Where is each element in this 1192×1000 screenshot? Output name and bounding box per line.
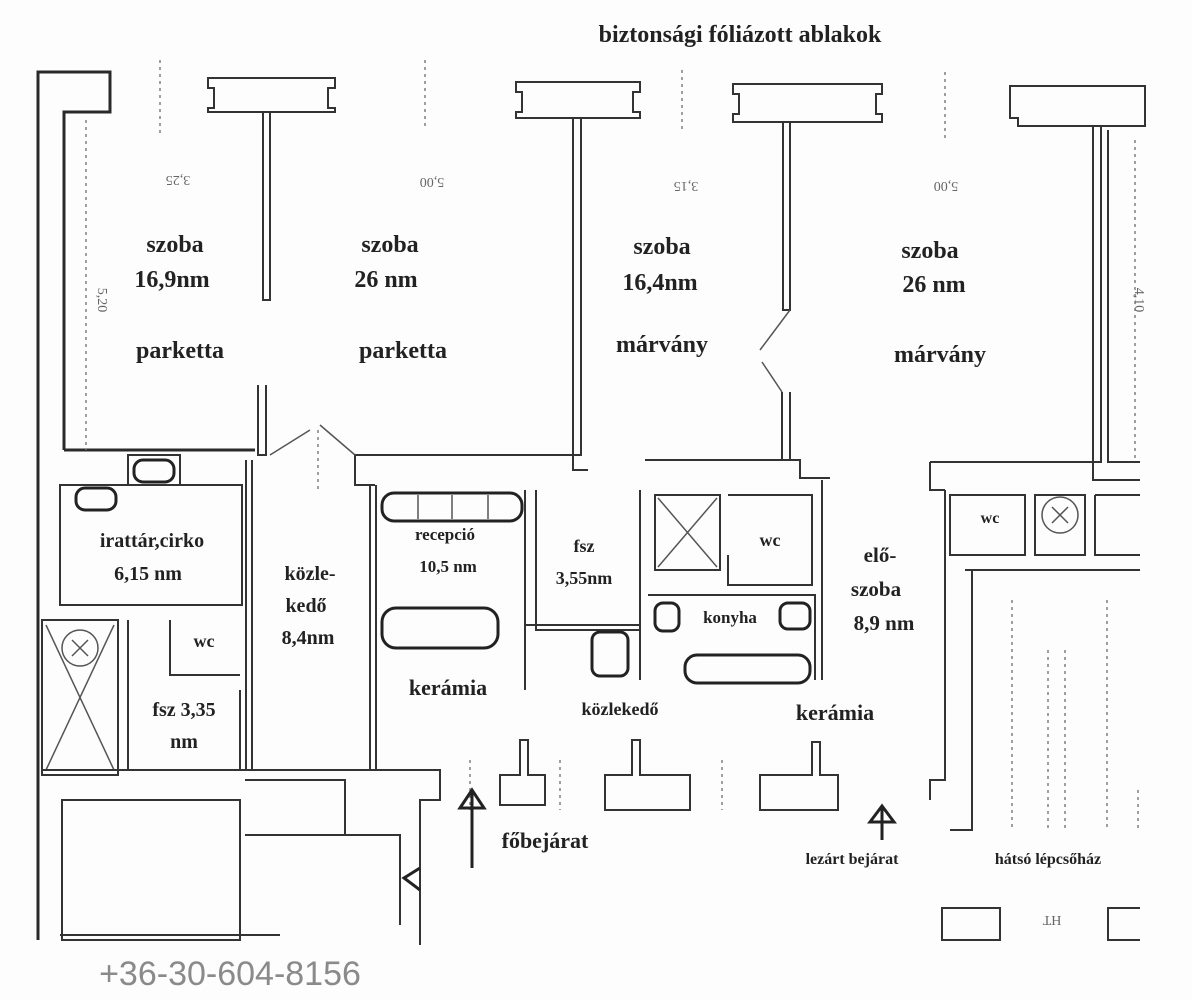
svg-text:kerámia: kerámia [796, 700, 874, 725]
svg-text:10,5 nm: 10,5 nm [419, 557, 477, 576]
svg-text:3,55nm: 3,55nm [556, 568, 613, 588]
svg-text:szoba: szoba [901, 238, 958, 264]
svg-text:szoba: szoba [361, 232, 418, 258]
svg-text:kedő: kedő [285, 595, 326, 617]
dim-label: 4,10 [1131, 288, 1146, 313]
dim-label: 3,15 [674, 178, 699, 193]
room-fsz-1: fsz 3,35 nm [152, 699, 215, 753]
room-szoba-2: szoba 26 nm parketta [354, 232, 447, 364]
svg-text:kerámia: kerámia [409, 675, 487, 700]
svg-text:parketta: parketta [136, 338, 224, 364]
dim-label: 3,25 [166, 172, 191, 187]
svg-text:8,4nm: 8,4nm [282, 627, 335, 649]
svg-text:6,15 nm: 6,15 nm [114, 563, 182, 585]
svg-text:nm: nm [170, 731, 198, 753]
svg-text:szoba: szoba [633, 234, 690, 260]
window-pier [732, 83, 883, 123]
svg-text:márvány: márvány [616, 332, 708, 358]
window-pier [499, 739, 546, 806]
room-szoba-4: szoba 26 nm márvány [894, 238, 986, 368]
svg-text:irattár,cirko: irattár,cirko [100, 530, 204, 552]
svg-text:konyha: konyha [703, 608, 757, 627]
room-fsz-2: fsz 3,55nm [556, 536, 613, 588]
window-pier [515, 81, 641, 119]
partition-walls [85, 112, 1140, 491]
room-recepcio: recepció 10,5 nm kerámia [409, 525, 487, 700]
phone-watermark: +36-30-604-8156 [99, 955, 361, 993]
svg-text:16,9nm: 16,9nm [134, 267, 209, 293]
closed-entrance-arrow [867, 803, 897, 840]
window-pier [1009, 85, 1146, 127]
wc-label: wc [760, 530, 781, 550]
svg-text:szoba: szoba [146, 232, 203, 258]
room-eloszoba: elő- szoba 8,9 nm kerámia [796, 543, 915, 725]
window-pier [604, 739, 691, 811]
svg-text:közle-: közle- [284, 563, 335, 585]
bottom-walls [42, 739, 1140, 945]
plan-title: biztonsági fóliázott ablakok [599, 22, 882, 48]
room-szoba-3: szoba 16,4nm márvány [616, 234, 708, 358]
svg-text:16,4nm: 16,4nm [622, 270, 697, 296]
ht-mark: HT [1042, 912, 1061, 927]
closed-entrance-label: lezárt bejárat [806, 851, 900, 868]
main-entrance-arrow [457, 787, 487, 868]
dim-label: 5,20 [94, 288, 109, 313]
svg-text:elő-: elő- [864, 543, 897, 567]
wc-label: wc [194, 631, 215, 651]
svg-text:fsz 3,35: fsz 3,35 [152, 699, 215, 721]
svg-text:26 nm: 26 nm [902, 272, 965, 298]
room-szoba-1: szoba 16,9nm parketta [134, 232, 224, 364]
dim-label: 5,00 [420, 174, 445, 189]
window-pier [759, 741, 839, 811]
wc-label: wc [981, 510, 1000, 527]
dim-label: 5,00 [934, 178, 959, 193]
svg-text:recepció: recepció [415, 525, 475, 544]
room-irattar: irattár,cirko 6,15 nm [100, 530, 204, 585]
svg-text:közlekedő: közlekedő [581, 699, 658, 719]
room-kozlekedo-1: közle- kedő 8,4nm [282, 563, 336, 649]
outer-walls [36, 60, 1146, 940]
door-marker [401, 866, 421, 892]
room-konyha: konyha [703, 608, 757, 627]
window-pier [207, 77, 336, 113]
svg-text:26 nm: 26 nm [354, 267, 417, 293]
svg-text:szoba: szoba [851, 577, 902, 601]
svg-text:8,9 nm: 8,9 nm [854, 611, 915, 635]
main-entrance-label: főbejárat [502, 828, 589, 853]
middle-walls [41, 454, 1140, 831]
back-stair-label: hátsó lépcsőház [995, 851, 1101, 868]
svg-text:parketta: parketta [359, 338, 447, 364]
svg-text:fsz: fsz [574, 536, 595, 556]
svg-text:márvány: márvány [894, 342, 986, 368]
room-kozlekedo-2: közlekedő [581, 699, 658, 719]
